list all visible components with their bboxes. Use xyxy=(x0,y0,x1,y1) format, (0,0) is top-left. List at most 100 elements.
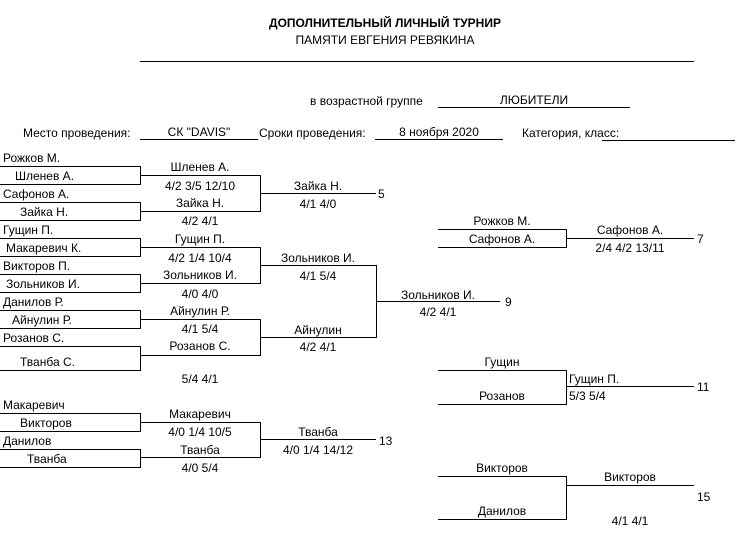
p11-score: 5/3 5/4 xyxy=(569,389,606,403)
p7-line xyxy=(438,247,566,248)
r2-winner: Зайка Н. xyxy=(175,196,225,210)
p7-final-line xyxy=(566,238,694,239)
r1-line xyxy=(0,202,140,203)
r3-score: 4/1 4/0 xyxy=(299,197,337,211)
age-group-value: ЛЮБИТЕЛИ xyxy=(499,93,569,107)
final-line xyxy=(376,301,500,302)
r1-player: Тванба С. xyxy=(20,355,75,369)
title-underline xyxy=(140,61,694,62)
p7-player: Сафонов А. xyxy=(468,232,536,246)
r3-winner: Айнулин xyxy=(294,323,342,337)
venue-label: Место проведения: xyxy=(23,126,131,140)
p13-r1-line xyxy=(0,467,140,468)
category-label: Категория, класс: xyxy=(522,126,620,140)
p15-final-line xyxy=(566,485,694,486)
r1-line xyxy=(0,166,140,167)
p15-winner: Викторов xyxy=(604,470,656,484)
r2-line xyxy=(140,355,260,356)
r2-line xyxy=(140,211,260,212)
r3-score: 4/2 4/1 xyxy=(299,340,337,354)
p11-player: Розанов xyxy=(479,389,525,403)
p13-r2-winner: Тванба xyxy=(180,443,220,457)
p11-line xyxy=(438,370,566,371)
p7-score: 2/4 4/2 13/11 xyxy=(595,241,665,255)
p15-player: Данилов xyxy=(477,504,527,518)
r2-line xyxy=(140,247,260,248)
p15-score: 4/1 4/1 xyxy=(611,514,649,528)
p13-r2-score: 4/0 1/4 10/5 xyxy=(168,425,232,439)
category-underline xyxy=(602,140,735,141)
p15-line xyxy=(438,476,566,477)
r3-winner: Зайка Н. xyxy=(293,179,343,193)
p11-final-line xyxy=(566,386,694,387)
r1-player: Сафонов А. xyxy=(3,187,70,201)
r2-score: 4/0 4/0 xyxy=(181,287,219,301)
p11-vline xyxy=(566,370,567,405)
r1-player: Шленев А. xyxy=(15,169,75,183)
place-5: 5 xyxy=(378,187,385,201)
p13-player: Тванба xyxy=(27,452,67,466)
r2-score: 4/2 1/4 10/4 xyxy=(168,251,232,265)
venue-underline xyxy=(140,139,258,140)
r3-score: 4/1 5/4 xyxy=(299,269,337,283)
place-7: 7 xyxy=(697,232,704,246)
r1-player: Гущин П. xyxy=(3,223,54,237)
title-line-2: ПАМЯТИ ЕВГЕНИЯ РЕВЯКИНА xyxy=(295,33,475,47)
p15-player: Викторов xyxy=(476,461,528,475)
r2-winner: Гущин П. xyxy=(174,232,226,246)
p11-winner: Гущин П. xyxy=(569,372,620,386)
r1-player: Айнулин Р. xyxy=(12,313,72,327)
p11-player: Гущин xyxy=(484,355,520,369)
p13-r1-line xyxy=(0,413,140,414)
dates-value: 8 ноября 2020 xyxy=(399,125,479,139)
r2-score: 4/2 3/5 12/10 xyxy=(164,179,236,193)
r1-line xyxy=(0,274,140,275)
venue-value: СК "DAVIS" xyxy=(167,125,231,139)
dates-underline xyxy=(375,139,503,140)
r2-winner: Зольников И. xyxy=(163,268,237,282)
p7-winner: Сафонов А. xyxy=(596,223,664,237)
p11-line xyxy=(438,404,566,405)
r2-line xyxy=(140,283,260,284)
p15-line xyxy=(438,519,566,520)
p13-r1-line xyxy=(0,431,140,432)
r1-line xyxy=(0,256,140,257)
p7-line xyxy=(438,229,566,230)
r1-player: Зайка Н. xyxy=(20,205,69,219)
p13-r2-winner: Макаревич xyxy=(169,407,231,421)
final-winner: Зольников И. xyxy=(401,288,475,302)
r2-line xyxy=(140,175,260,176)
r3-line xyxy=(260,193,376,194)
p13-winner: Тванба xyxy=(298,425,338,439)
r1-player: Макаревич К. xyxy=(6,241,82,255)
r1-line xyxy=(0,370,140,371)
r2-winner: Шленев А. xyxy=(170,160,230,174)
title-line-1: ДОПОЛНИТЕЛЬНЫЙ ЛИЧНЫЙ ТУРНИР xyxy=(269,16,501,30)
r2-winner: Айнулин Р. xyxy=(170,304,230,318)
p13-r2-score: 4/0 5/4 xyxy=(181,461,219,475)
age-group-underline xyxy=(438,107,630,108)
r1-vline xyxy=(140,346,141,371)
age-group-label: в возрастной группе xyxy=(310,94,423,108)
place-11: 11 xyxy=(697,380,710,394)
place-13: 13 xyxy=(379,434,393,448)
r3-line xyxy=(260,265,376,266)
r1-line xyxy=(0,328,140,329)
p13-r2-vline xyxy=(260,422,261,458)
r2-winner: Розанов С. xyxy=(169,339,231,353)
r1-line xyxy=(0,346,140,347)
r1-player: Зольников И. xyxy=(6,277,80,291)
p13-r1-line xyxy=(0,449,140,450)
p7-player: Рожков М. xyxy=(473,214,531,228)
place-15: 15 xyxy=(697,490,711,504)
r2-score: 5/4 4/1 xyxy=(181,372,219,386)
r1-line xyxy=(0,310,140,311)
dates-label: Сроки проведения: xyxy=(259,126,366,140)
r1-player: Рожков М. xyxy=(3,151,61,165)
p13-player: Макаревич xyxy=(3,398,65,412)
p13-r1-vline xyxy=(140,449,141,468)
r3-winner: Зольников И. xyxy=(281,251,355,265)
r1-line xyxy=(0,238,140,239)
p13-player: Данилов xyxy=(3,434,52,448)
r1-player: Викторов П. xyxy=(3,259,71,273)
